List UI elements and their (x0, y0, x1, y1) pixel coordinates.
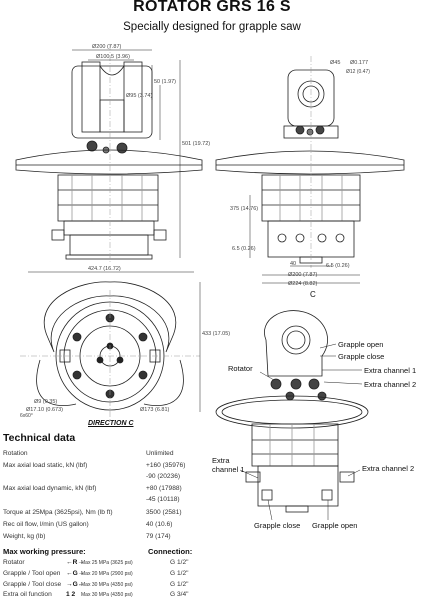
label-grapple-open: Grapple open (338, 340, 384, 349)
plan-view (20, 271, 201, 420)
dim-side-40: 40 (290, 261, 297, 267)
dim-plan-d4: 6x60° (20, 413, 33, 419)
pressure-row-label: Grapple / Tool close (3, 581, 62, 588)
tech-row-label: Max axial load dynamic, kN (lbf) (3, 485, 97, 492)
dim-front-h2: Ø95 (3.74) (126, 93, 153, 99)
page-subtitle: Specially designed for grapple saw (123, 21, 301, 33)
dim-side-bot1: 6.5 (0.26) (232, 246, 256, 252)
page-title: ROTATOR GRS 16 S (133, 0, 291, 15)
connection-value: G 1/2" (170, 581, 189, 588)
dim-side-h1: Ø0.177 (350, 60, 369, 66)
tech-row-value: +160 (35976) (146, 462, 186, 469)
pressure-value: Max 30 MPa (4350 psi) (81, 592, 133, 598)
dim-front-inner: Ø100.5 (3.96) (96, 54, 130, 60)
pressure-heading: Max working pressure: (3, 547, 86, 556)
label-extra-channel-2: Extra channel 2 (364, 380, 417, 389)
pressure-symbol: ←R→ (66, 559, 84, 566)
dim-plan-d2: Ø173 (6.81) (140, 407, 170, 413)
tech-row-value: 3500 (2581) (146, 509, 182, 516)
side-view (215, 56, 405, 284)
dim-side-total: Ø12 (0.47) (346, 69, 370, 75)
label-extra-channel-1-b: Extra channel 1 (212, 456, 245, 474)
pressure-row-label: Rotator (3, 559, 25, 566)
connection-value: G 3/4" (170, 591, 189, 598)
label-extra-channel-2-b: Extra channel 2 (362, 464, 415, 473)
tech-row-label: Rec oil flow, l/min (US gallon) (3, 521, 89, 528)
pressure-value: Max 20 MPa (2900 psi) (81, 571, 133, 577)
tech-row-label: Torque at 25Mpa (3625psi), Nm (lb ft) (3, 509, 113, 516)
tech-row-value: 79 (174) (146, 533, 171, 540)
dim-front-height: 501 (19.72) (182, 141, 211, 147)
label-grapple-close: Grapple close (338, 352, 385, 361)
dim-plan-d3: Ø17.10 (0.673) (26, 407, 63, 413)
pressure-symbol: 1 2 (66, 591, 76, 598)
label-extra-channel-1: Extra channel 1 (364, 366, 417, 375)
tech-row-label: Max axial load static, kN (lbf) (3, 462, 88, 469)
tech-row-value: -45 (10118) (146, 496, 180, 503)
dim-side-w2: 6.5 (0.26) (326, 263, 350, 269)
dim-side-pcd: Ø200 (7.87) (288, 272, 318, 278)
label-grapple-close-b: Grapple close (254, 521, 301, 530)
dim-front-top-width: Ø200 (7.87) (92, 44, 122, 50)
direction-label: DIRECTION C (88, 420, 134, 427)
pressure-value: Max 30 MPa (4350 psi) (81, 582, 133, 588)
view-c-label: C (310, 290, 316, 299)
dim-side-base: Ø224 (8.82) (288, 281, 318, 287)
pressure-symbol: →G← (66, 581, 85, 588)
dim-front-h1: 50 (1.97) (154, 79, 177, 85)
dim-plan-height: 433 (17.05) (202, 331, 231, 337)
label-grapple-open-b: Grapple open (312, 521, 358, 530)
pressure-row-label: Grapple / Tool open (3, 570, 61, 577)
tech-row-label: Rotation (3, 450, 28, 457)
tech-heading: Technical data (3, 432, 76, 444)
dim-plan-d1: Ø9 (0.35) (34, 399, 58, 405)
pressure-value: Max 25 MPa (3625 psi) (81, 560, 133, 566)
dim-plan-width: 424.7 (16.72) (88, 266, 121, 272)
iso-view (215, 310, 369, 521)
dim-side-hole: Ø45 (330, 60, 341, 66)
dim-side-height: 375 (14.76) (230, 206, 259, 212)
tech-row-value: Unlimited (146, 450, 174, 457)
label-rotator: Rotator (228, 364, 253, 373)
connection-value: G 1/2" (170, 559, 189, 566)
tech-row-value: -90 (20236) (146, 473, 181, 480)
tech-row-label: Weight, kg (lb) (3, 533, 46, 540)
tech-row-value: +80 (17988) (146, 485, 182, 492)
front-view (15, 44, 203, 262)
pressure-row-label: Extra oil function (3, 591, 52, 598)
connection-heading: Connection: (148, 547, 193, 556)
pressure-symbol: ←G→ (66, 570, 85, 577)
connection-value: G 1/2" (170, 570, 189, 577)
tech-row-value: 40 (10.6) (146, 521, 173, 528)
